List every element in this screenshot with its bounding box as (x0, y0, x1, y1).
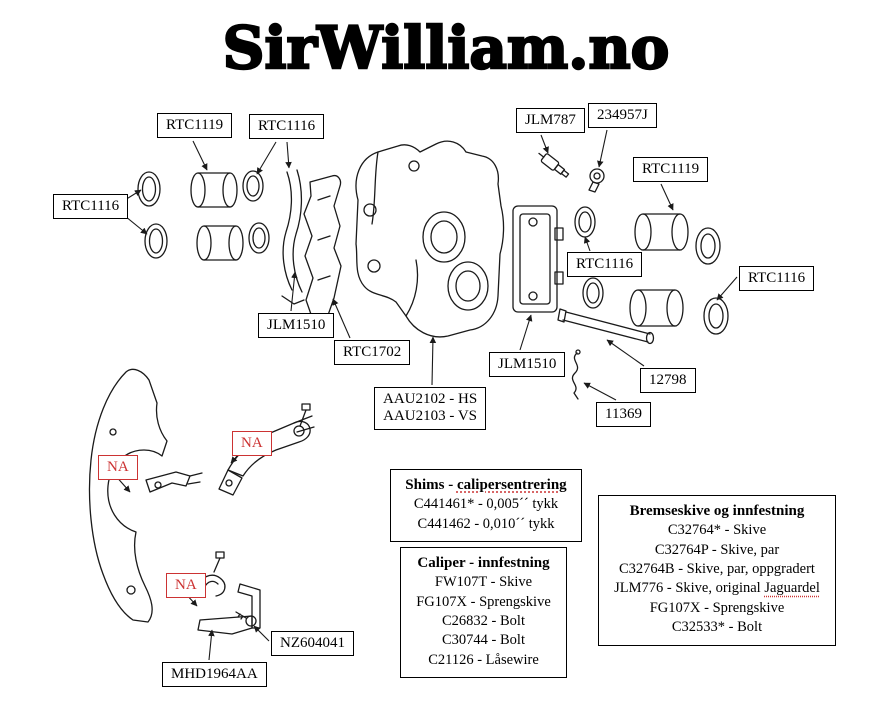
na-label-lower-bracket: NA (166, 573, 206, 599)
brake-pad (512, 205, 564, 313)
dust-seal-right-pair (695, 227, 729, 335)
na-label-dust-shield: NA (98, 455, 138, 481)
caliper-carrier (303, 174, 342, 325)
part-label-rtc1116-left: RTC1116 (53, 194, 129, 220)
part-label-rtc1116-top: RTC1116 (249, 114, 325, 140)
disc-info-box: Bremseskive og innfestning C32764* - Ski… (598, 495, 836, 646)
part-label-12798: 12798 (640, 368, 696, 394)
jlm776-word: Jaguardel (764, 580, 820, 597)
seal-ring-left-pair (137, 171, 168, 259)
caliper-body (355, 140, 505, 338)
part-label-rtc1119-top: RTC1119 (157, 113, 233, 139)
na-label-upper-bracket: NA (232, 431, 272, 457)
aau2102-line: AAU2102 - HS (383, 391, 478, 407)
guide-pin (557, 308, 655, 345)
caliper-info-box: Caliper - innfestning FW107T - Skive FG1… (400, 547, 567, 679)
piston-right-pair (629, 213, 689, 327)
caliper-item: C21126 - Låsewire (428, 651, 539, 668)
pad-spring-left (281, 169, 305, 305)
disc-item: C32533* - Bolt (671, 619, 763, 636)
shims-item: C441461* - 0,005´´ tykk (413, 496, 559, 513)
shims-title-prefix: Shims - (405, 477, 457, 493)
disc-item: C32764* - Skive (667, 522, 767, 539)
part-label-jlm787: JLM787 (516, 108, 585, 134)
site-logo-title: SirWilliam.no (221, 13, 670, 83)
disc-item: C32764P - Skive, par (654, 541, 780, 558)
disc-item-jlm776: JLM776 - Skive, original Jaguardel (609, 579, 825, 598)
part-label-nz604041: NZ604041 (271, 631, 354, 657)
part-label-234957j: 234957J (588, 103, 657, 129)
caliper-item: C26832 - Bolt (442, 612, 525, 629)
part-label-aau2102-aau2103: AAU2102 - HS AAU2103 - VS (374, 387, 487, 430)
part-label-rtc1702: RTC1702 (334, 340, 411, 366)
shims-item: C441462 - 0,010´´ tykk (417, 515, 555, 532)
jlm776-prefix: JLM776 - Skive, original (614, 580, 765, 597)
aau2103-line: AAU2103 - VS (383, 408, 478, 425)
piston-left-pair (190, 172, 244, 261)
part-label-11369: 11369 (596, 402, 651, 428)
shims-title-word: calipersentrering (456, 477, 567, 493)
part-label-rtc1116-right: RTC1116 (739, 266, 815, 292)
disc-item: C32764B - Skive, par, oppgradert (619, 560, 815, 577)
part-label-rtc1116-mid: RTC1116 (567, 252, 643, 278)
seal-ring-inner-pair (242, 170, 270, 254)
shims-box-title: Shims - calipersentrering (401, 475, 571, 495)
disc-item: FG107X - Sprengskive (649, 599, 785, 616)
part-label-jlm1510-left: JLM1510 (258, 313, 335, 339)
shims-info-box: Shims - calipersentrering C441461* - 0,0… (390, 469, 582, 542)
caliper-item: FG107X - Sprengskive (416, 593, 551, 610)
caliper-item: C30744 - Bolt (442, 632, 525, 649)
bleed-screw (538, 152, 570, 178)
disc-box-title: Bremseskive og innfestning (629, 503, 805, 519)
part-label-rtc1119-right: RTC1119 (633, 157, 709, 183)
retaining-clip (571, 349, 581, 400)
part-label-jlm1510-right: JLM1510 (489, 352, 566, 378)
part-label-mhd1964aa: MHD1964AA (162, 662, 267, 688)
caliper-item: FW107T - Skive (434, 574, 533, 591)
caliper-box-title: Caliper - innfestning (417, 555, 550, 571)
bleed-screw-cap (588, 168, 605, 193)
